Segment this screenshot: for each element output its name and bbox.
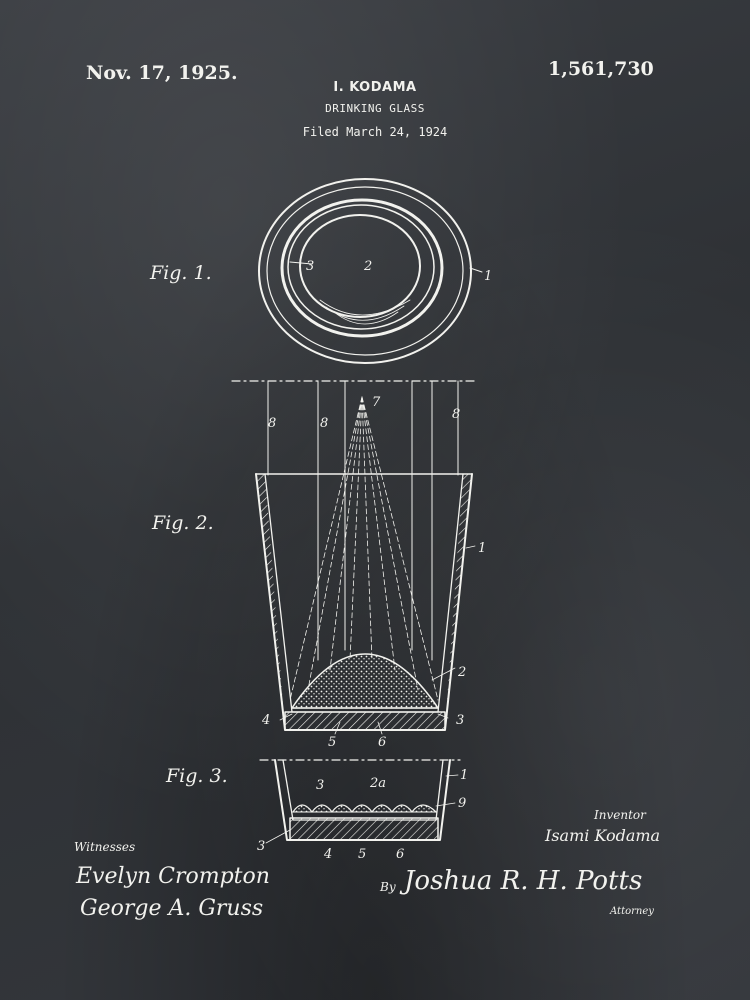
ref-fig2-8a: 8: [268, 416, 276, 431]
ref-fig3-5: 5: [358, 847, 366, 862]
inventor-name-header: I. KODAMA: [333, 80, 417, 95]
ref-fig2-8b: 8: [320, 416, 328, 431]
reference-numerals: 3 2 1 8 8 7 8 1 2 4 3 5 6 3 2a 1 9 3 4 5…: [257, 259, 492, 862]
witnesses-label: Witnesses: [74, 840, 136, 854]
ref-fig3-2a: 2a: [369, 776, 386, 791]
ref-fig2-1: 1: [478, 541, 486, 556]
attorney-signature: Joshua R. H. Potts: [404, 866, 643, 896]
ref-fig2-5: 5: [328, 735, 336, 750]
ref-fig2-8c: 8: [452, 407, 460, 422]
patent-title: DRINKING GLASS: [325, 102, 425, 115]
ref-fig3-3b: 3: [257, 839, 265, 854]
witness-2-signature: George A. Gruss: [80, 896, 264, 921]
fig3-label: Fig. 3.: [166, 765, 228, 787]
ref-fig1-2: 2: [363, 259, 372, 274]
fig1-drawing: [258, 178, 483, 364]
ref-fig1-3: 3: [306, 259, 314, 274]
fig3-drawing: [259, 759, 461, 844]
ref-fig1-1: 1: [484, 269, 492, 284]
patent-number: 1,561,730: [548, 58, 654, 80]
inventor-label: Inventor: [594, 808, 646, 822]
ref-fig3-4: 4: [323, 847, 332, 862]
witness-1-signature: Evelyn Crompton: [76, 864, 270, 889]
ref-fig2-2: 2: [457, 665, 466, 680]
attorney-label: Attorney: [610, 906, 654, 917]
inventor-signature: Isami Kodama: [545, 826, 661, 845]
fig2-label: Fig. 2.: [152, 512, 214, 534]
by-label: By: [380, 880, 396, 894]
ref-fig2-6: 6: [378, 735, 386, 750]
ref-fig3-1: 1: [460, 768, 468, 783]
ref-fig3-6: 6: [396, 847, 404, 862]
fig2-drawing: [231, 380, 479, 735]
ref-fig2-3: 3: [456, 713, 464, 728]
fig1-label: Fig. 1.: [150, 262, 212, 284]
ref-fig2-7: 7: [372, 395, 381, 410]
filed-date: Filed March 24, 1924: [302, 125, 448, 139]
ref-fig3-3: 3: [316, 778, 324, 793]
ref-fig2-4: 4: [261, 713, 270, 728]
patent-date: Nov. 17, 1925.: [86, 62, 238, 84]
ref-fig3-9: 9: [458, 796, 466, 811]
